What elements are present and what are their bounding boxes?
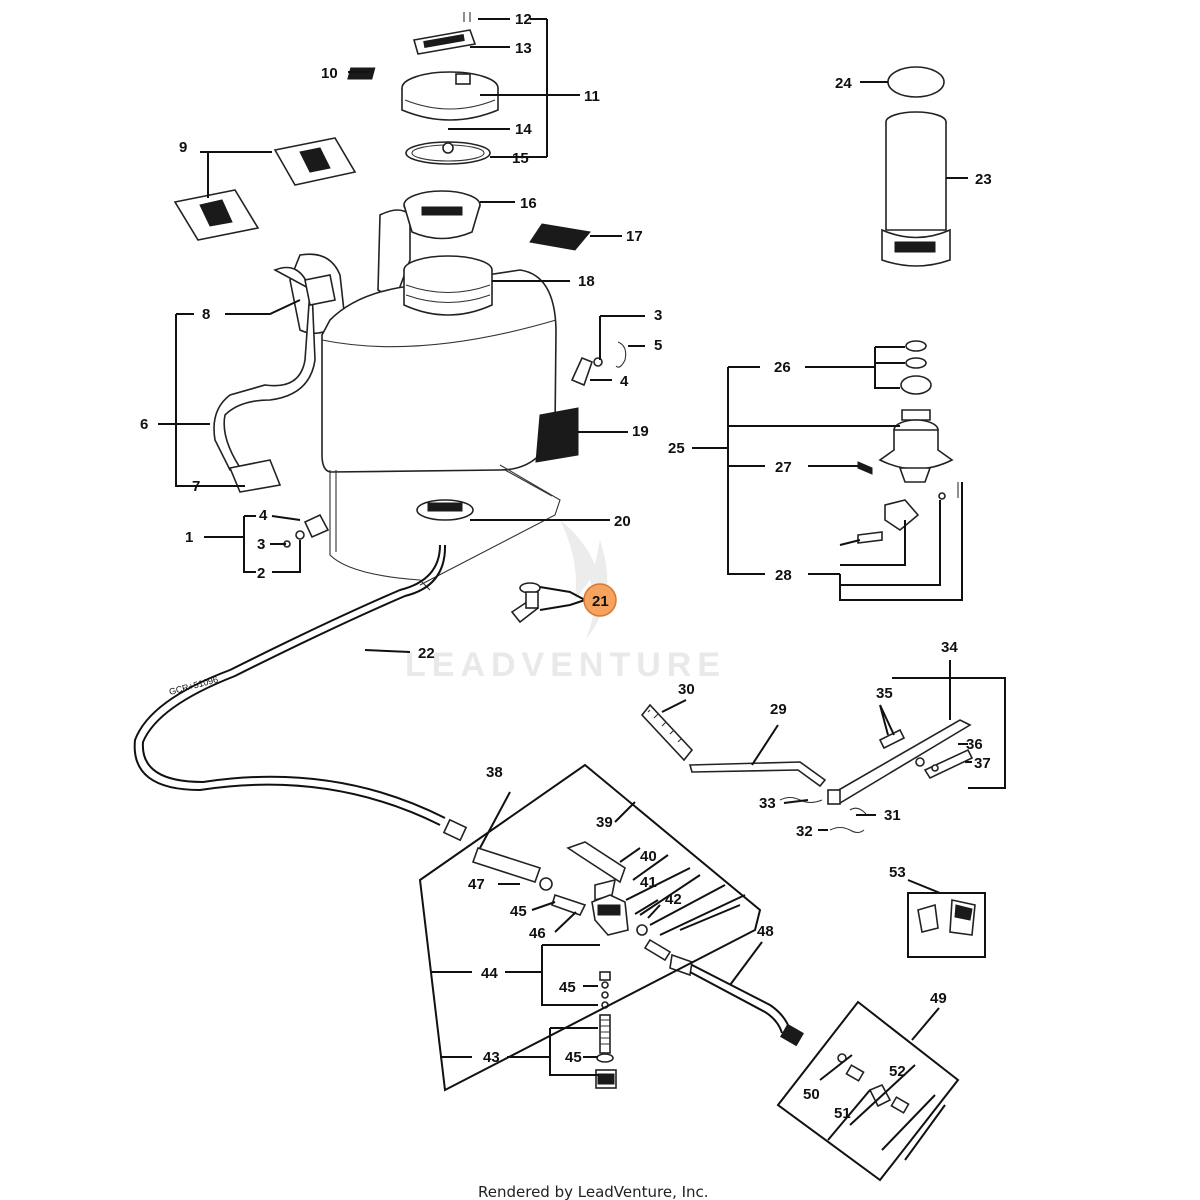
label-3-top[interactable]: 3 [654, 307, 662, 324]
hose-drawing: GCR+51096 [133, 544, 468, 842]
label-32[interactable]: 32 [796, 823, 813, 840]
nozzle-drawing [837, 899, 976, 1114]
label-25[interactable]: 25 [668, 440, 685, 457]
label-18[interactable]: 18 [578, 273, 595, 290]
tank-drawing [173, 12, 627, 624]
label-26[interactable]: 26 [774, 359, 791, 376]
highlight-marker-21[interactable] [583, 583, 617, 617]
label-8[interactable]: 8 [202, 306, 210, 323]
label-3-left[interactable]: 3 [257, 536, 265, 553]
label-27[interactable]: 27 [775, 459, 792, 476]
label-22[interactable]: 22 [418, 645, 435, 662]
label-39[interactable]: 39 [596, 814, 613, 831]
watermark: LEADVENTURE [405, 520, 726, 684]
label-51[interactable]: 51 [834, 1105, 851, 1122]
label-50[interactable]: 50 [803, 1086, 820, 1103]
label-16[interactable]: 16 [520, 195, 537, 212]
label-48[interactable]: 48 [757, 923, 774, 940]
label-4-top[interactable]: 4 [620, 373, 629, 390]
label-38[interactable]: 38 [486, 764, 503, 781]
label-13[interactable]: 13 [515, 40, 532, 57]
watermark-text: LEADVENTURE [405, 646, 726, 684]
label-17[interactable]: 17 [626, 228, 643, 245]
label-42[interactable]: 42 [665, 891, 682, 908]
valve-drawing [471, 841, 804, 1089]
label-49[interactable]: 49 [930, 990, 947, 1007]
label-45-c[interactable]: 45 [565, 1049, 582, 1066]
label-19[interactable]: 19 [632, 423, 649, 440]
label-36[interactable]: 36 [966, 736, 983, 753]
label-9[interactable]: 9 [179, 139, 187, 156]
hose-print: GCR+51096 [168, 674, 219, 697]
label-12[interactable]: 12 [515, 11, 532, 28]
strainer-drawing [881, 66, 951, 267]
label-1[interactable]: 1 [185, 529, 193, 546]
label-44[interactable]: 44 [481, 965, 498, 982]
label-7[interactable]: 7 [192, 478, 200, 495]
label-41[interactable]: 41 [640, 874, 657, 891]
label-34[interactable]: 34 [941, 639, 958, 656]
leader-lines [158, 18, 1006, 1182]
label-6[interactable]: 6 [140, 416, 148, 433]
label-23[interactable]: 23 [975, 171, 992, 188]
label-11[interactable]: 11 [584, 88, 600, 105]
label-10[interactable]: 10 [321, 65, 338, 82]
label-24[interactable]: 24 [835, 75, 852, 92]
label-33[interactable]: 33 [759, 795, 776, 812]
label-52[interactable]: 52 [889, 1063, 906, 1080]
label-47[interactable]: 47 [468, 876, 485, 893]
label-35[interactable]: 35 [876, 685, 893, 702]
label-14[interactable]: 14 [515, 121, 532, 138]
part-labels: 12 13 10 11 14 15 9 16 17 18 8 3 5 4 6 1… [140, 11, 992, 1122]
label-37[interactable]: 37 [974, 755, 991, 772]
label-5[interactable]: 5 [654, 337, 662, 354]
label-46[interactable]: 46 [529, 925, 546, 942]
label-43[interactable]: 43 [483, 1049, 500, 1066]
label-15[interactable]: 15 [512, 150, 529, 167]
label-29[interactable]: 29 [770, 701, 787, 718]
label-40[interactable]: 40 [640, 848, 657, 865]
handle-drawing [640, 703, 974, 834]
label-45-a[interactable]: 45 [510, 903, 527, 920]
label-2[interactable]: 2 [257, 565, 265, 582]
label-21[interactable]: 21 [592, 593, 609, 610]
label-4-left[interactable]: 4 [259, 507, 268, 524]
label-30[interactable]: 30 [678, 681, 695, 698]
footer-credit: Rendered by LeadVenture, Inc. [478, 1183, 709, 1200]
pump-drawing [857, 340, 959, 544]
label-45-b[interactable]: 45 [559, 979, 576, 996]
label-20[interactable]: 20 [614, 513, 631, 530]
label-31[interactable]: 31 [884, 807, 901, 824]
label-28[interactable]: 28 [775, 567, 792, 584]
label-53[interactable]: 53 [889, 864, 906, 881]
